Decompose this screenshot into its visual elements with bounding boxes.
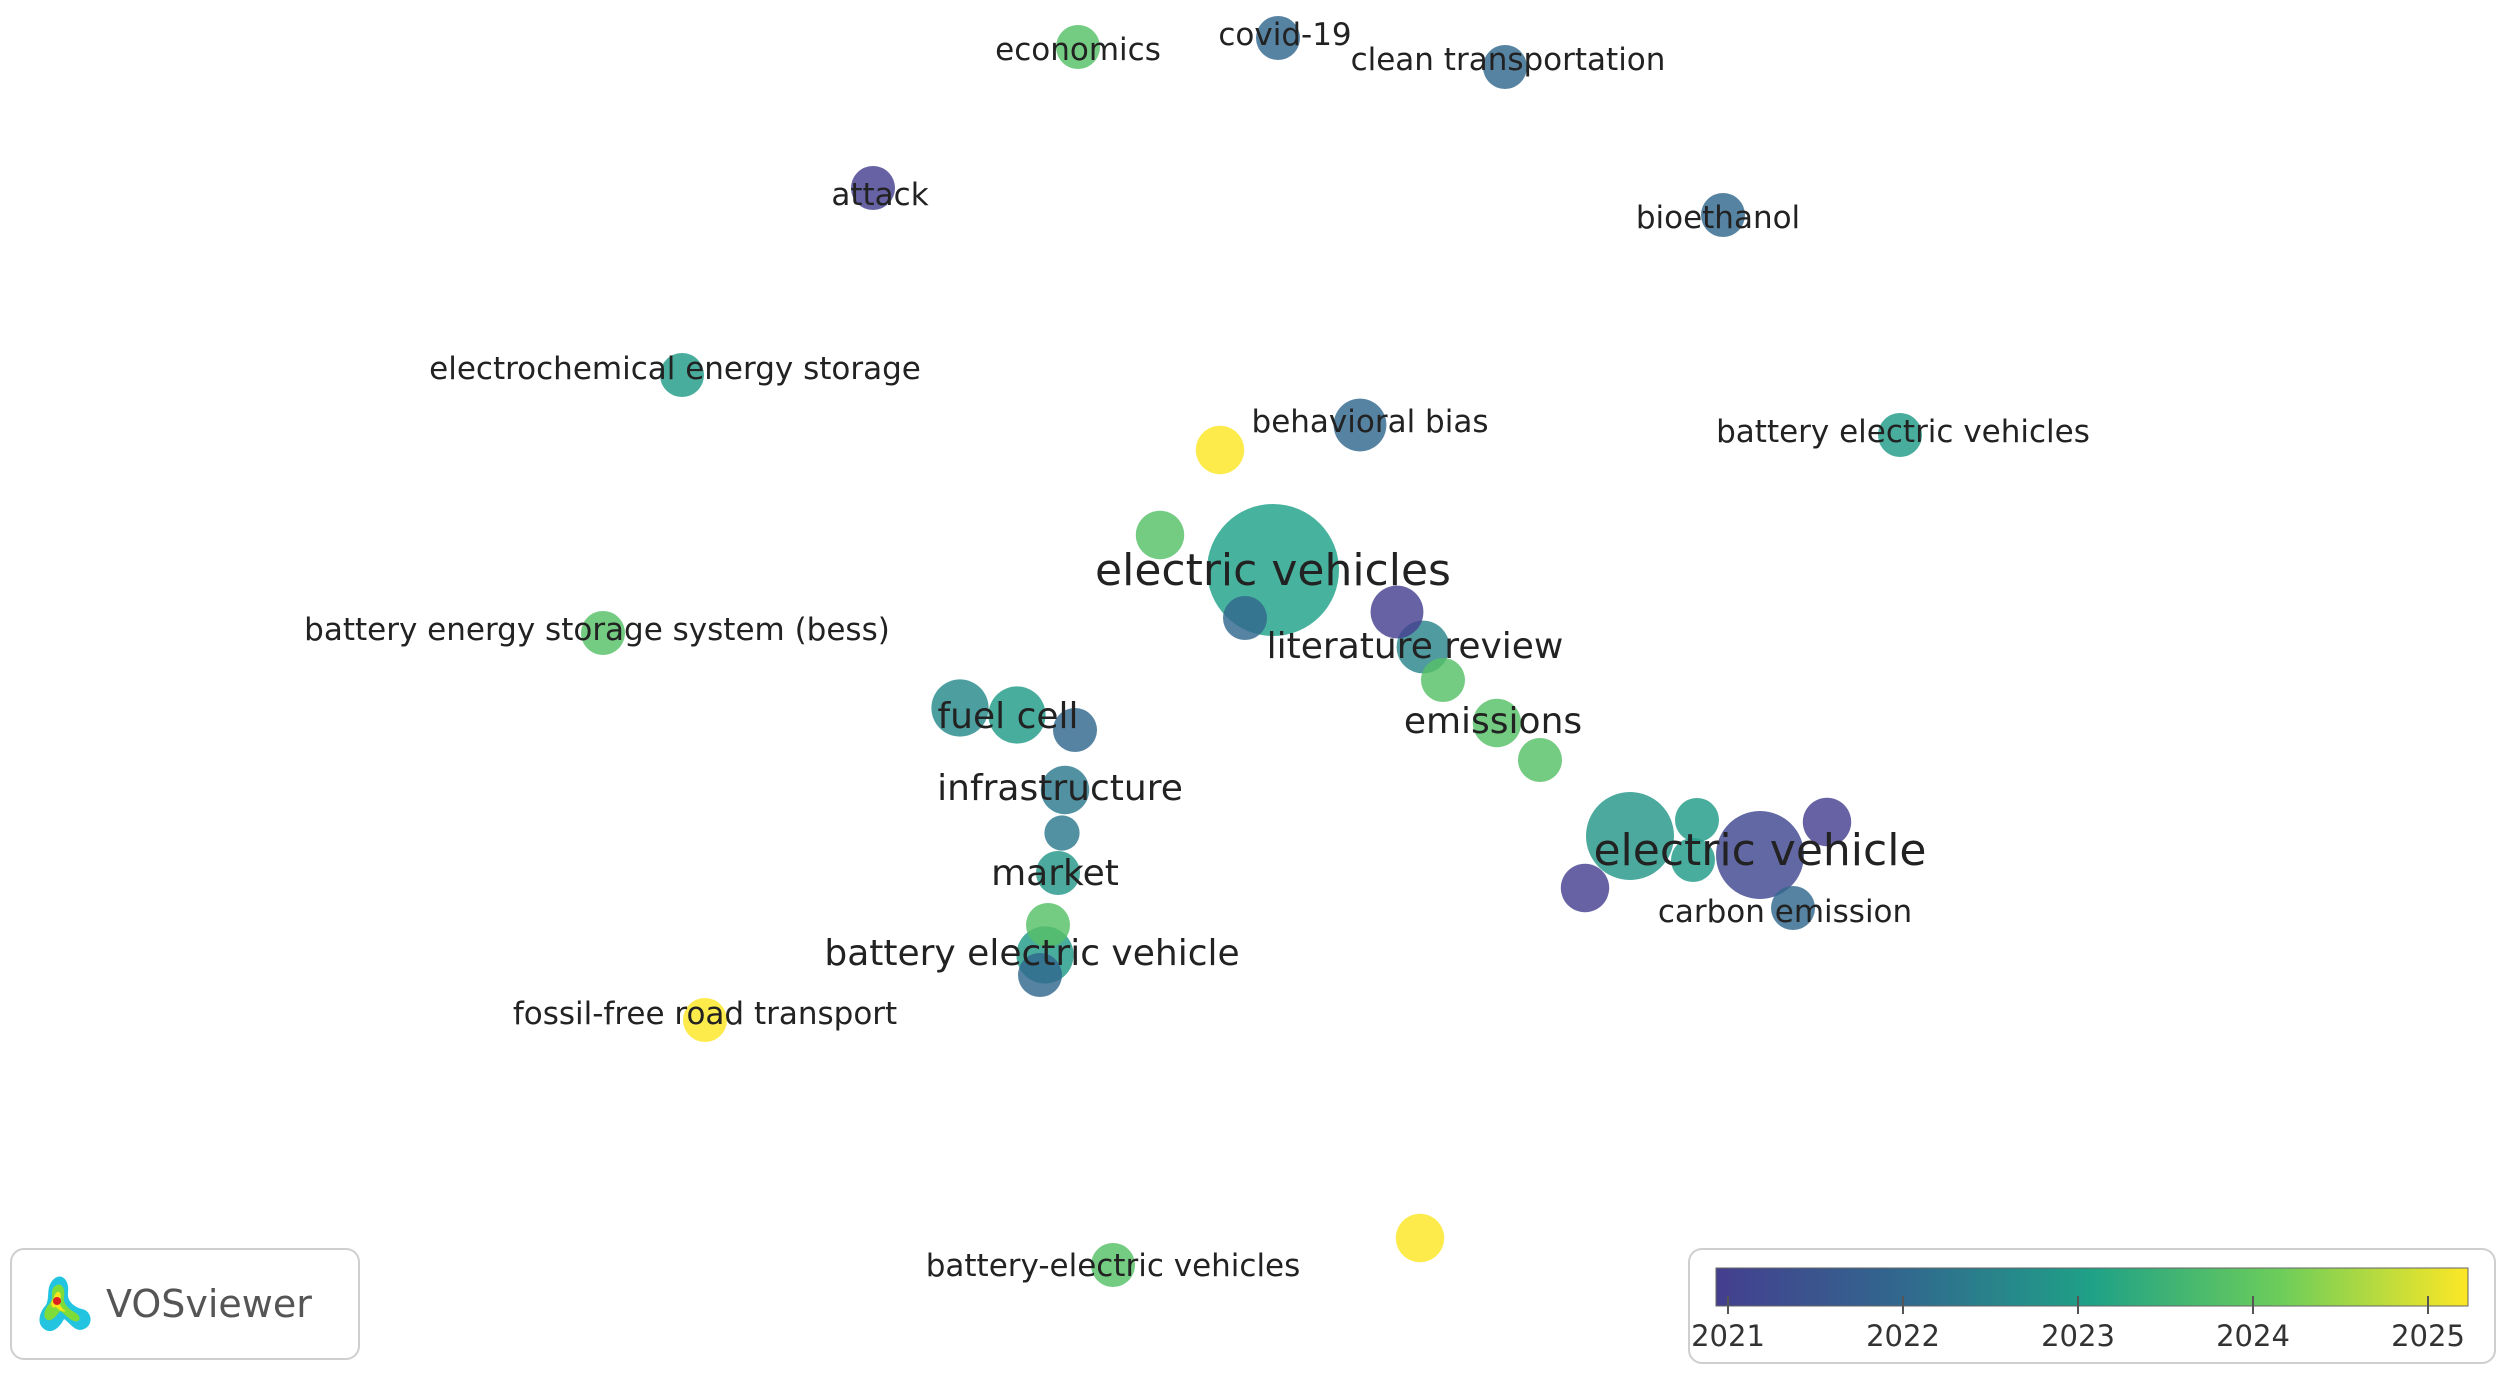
node-electric-vehicle[interactable] <box>1716 811 1804 899</box>
node-label-economics[interactable]: economics <box>995 32 1161 68</box>
node-unlabeled[interactable] <box>1395 1213 1445 1263</box>
node-fuel-cell[interactable] <box>931 679 989 737</box>
node-covid-19[interactable] <box>1256 16 1300 60</box>
legend-tick-label: 2022 <box>1866 1319 1940 1353</box>
node-unlabeled[interactable] <box>1560 863 1610 913</box>
vosviewer-brand: VOSviewer <box>10 1248 360 1360</box>
node-attack[interactable] <box>851 166 895 210</box>
node-label-covid-19[interactable]: covid-19 <box>1218 17 1351 53</box>
node-battery-energy-storage-system-bess[interactable] <box>581 611 625 655</box>
node-circles <box>581 16 1922 1287</box>
node-unlabeled[interactable] <box>1044 815 1080 851</box>
node-label-electric-vehicle[interactable]: electric vehicle <box>1593 825 1926 876</box>
node-unlabeled[interactable] <box>1195 425 1245 475</box>
node-label-behavioral-bias[interactable]: behavioral bias <box>1252 404 1489 440</box>
node-label-literature-review[interactable]: literature review <box>1267 626 1564 667</box>
node-market[interactable] <box>1036 851 1080 895</box>
node-label-fuel-cell[interactable]: fuel cell <box>937 696 1078 737</box>
node-unlabeled[interactable] <box>1370 585 1424 639</box>
node-unlabeled[interactable] <box>1586 792 1674 880</box>
vosviewer-logo-icon <box>39 1276 91 1332</box>
node-label-electrochemical-energy-storage[interactable]: electrochemical energy storage <box>429 351 921 387</box>
node-unlabeled[interactable] <box>1671 838 1715 882</box>
legend-tick-label: 2025 <box>2391 1319 2465 1353</box>
node-label-bioethanol[interactable]: bioethanol <box>1636 200 1800 236</box>
node-unlabeled[interactable] <box>1026 903 1070 947</box>
node-economics[interactable] <box>1056 25 1100 69</box>
brand-name: VOSviewer <box>106 1282 312 1326</box>
node-unlabeled[interactable] <box>1675 798 1719 842</box>
node-battery-electric-vehicles[interactable] <box>1091 1243 1135 1287</box>
year-color-legend: 2021 2022 2023 2024 2025 <box>1688 1248 2496 1364</box>
node-clean-transportation[interactable] <box>1483 45 1527 89</box>
node-unlabeled[interactable] <box>1802 797 1852 847</box>
node-label-battery-electric-vehicles[interactable]: battery-electric vehicles <box>926 1248 1301 1284</box>
node-label-market[interactable]: market <box>991 853 1119 894</box>
node-unlabeled[interactable] <box>988 686 1046 744</box>
node-carbon-emission[interactable] <box>1771 886 1815 930</box>
node-behavioral-bias[interactable] <box>1333 398 1387 452</box>
node-bioethanol[interactable] <box>1701 193 1745 237</box>
node-label-battery-electric-vehicles[interactable]: battery electric vehicles <box>1716 414 2090 450</box>
node-unlabeled[interactable] <box>1053 708 1097 752</box>
legend-scale: 2021 2022 2023 2024 2025 <box>1691 1267 2469 1353</box>
node-label-electric-vehicles[interactable]: electric vehicles <box>1095 545 1451 596</box>
node-unlabeled[interactable] <box>1421 658 1465 702</box>
node-unlabeled[interactable] <box>1223 596 1267 640</box>
node-label-fossil-free-road-transport[interactable]: fossil-free road transport <box>513 996 897 1032</box>
node-fossil-free-road-transport[interactable] <box>683 998 727 1042</box>
legend-gradient-bar <box>1715 1267 2469 1307</box>
legend-tick-label: 2021 <box>1691 1319 1765 1353</box>
legend-tick-label: 2023 <box>2041 1319 2115 1353</box>
node-label-emissions[interactable]: emissions <box>1404 701 1582 742</box>
node-label-infrastructure[interactable]: infrastructure <box>937 768 1183 809</box>
node-label-carbon-emission[interactable]: carbon emission <box>1658 894 1912 930</box>
node-emissions[interactable] <box>1472 698 1522 748</box>
node-label-attack[interactable]: attack <box>831 177 928 213</box>
node-battery-electric-vehicles[interactable] <box>1878 413 1922 457</box>
node-label-clean-transportation[interactable]: clean transportation <box>1351 42 1666 78</box>
node-electrochemical-energy-storage[interactable] <box>660 353 704 397</box>
node-infrastructure[interactable] <box>1040 765 1090 815</box>
legend-tick-label: 2024 <box>2216 1319 2290 1353</box>
node-unlabeled[interactable] <box>1518 738 1562 782</box>
node-unlabeled[interactable] <box>1018 953 1062 997</box>
node-label-battery-electric-vehicle[interactable]: battery electric vehicle <box>824 933 1239 974</box>
node-unlabeled[interactable] <box>1135 510 1185 560</box>
node-label-battery-energy-storage-system-bess[interactable]: battery energy storage system (bess) <box>304 612 890 648</box>
